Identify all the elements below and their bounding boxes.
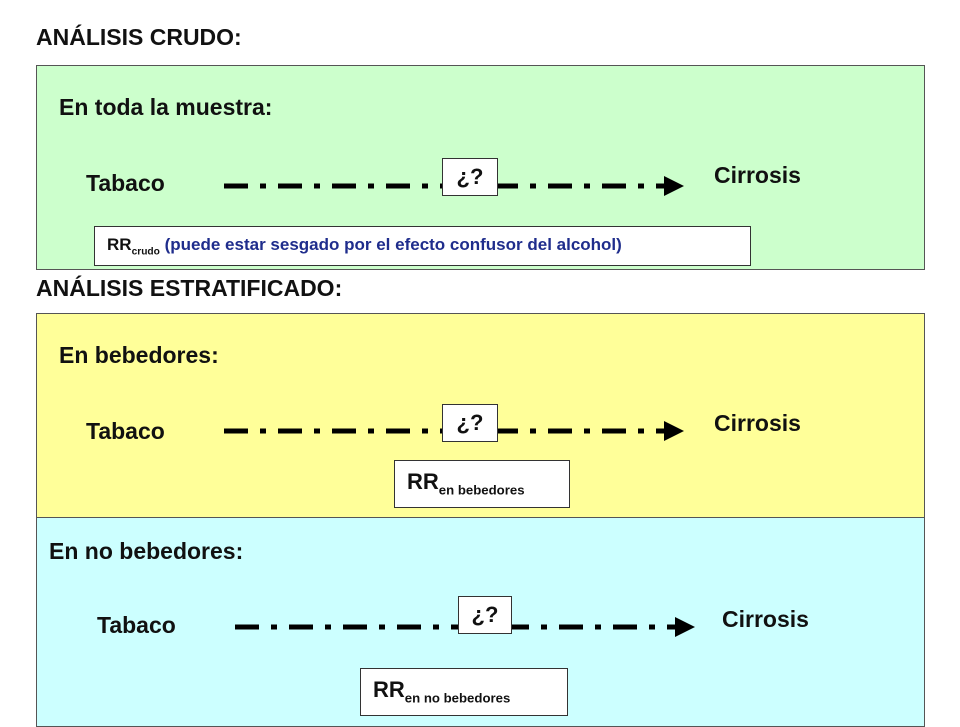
crude-subtitle: En toda la muestra: — [59, 94, 273, 120]
crude-rr-main: RR — [107, 235, 132, 254]
nondrinkers-panel: En no bebedores: Tabaco ¿? Cirrosis RRen… — [36, 517, 925, 727]
nondrinkers-dashed-arrow — [235, 617, 695, 637]
crude-question-box: ¿? — [442, 158, 498, 196]
crude-analysis-heading: ANÁLISIS CRUDO: — [36, 24, 242, 50]
crude-outcome-label: Cirrosis — [714, 162, 801, 188]
nondrinkers-rr-box: RRen no bebedores — [360, 668, 568, 716]
nondrinkers-exposure-label: Tabaco — [97, 612, 176, 638]
nondrinkers-rr-main: RR — [373, 677, 405, 702]
nondrinkers-question-box: ¿? — [458, 596, 512, 634]
drinkers-panel: En bebedores: Tabaco ¿? Cirrosis RRen be… — [36, 313, 925, 518]
stratified-analysis-heading: ANÁLISIS ESTRATIFICADO: — [36, 275, 343, 301]
drinkers-rr-main: RR — [407, 469, 439, 494]
drinkers-exposure-label: Tabaco — [86, 418, 165, 444]
drinkers-outcome-label: Cirrosis — [714, 410, 801, 436]
crude-panel: En toda la muestra: Tabaco ¿? Cirrosis R… — [36, 65, 925, 270]
nondrinkers-rr-sub: en no bebedores — [404, 690, 511, 706]
drinkers-subtitle: En bebedores: — [59, 342, 219, 368]
nondrinkers-subtitle: En no bebedores: — [49, 538, 244, 564]
drinkers-rr-sub: en bebedores — [438, 482, 525, 498]
drinkers-question-box: ¿? — [442, 404, 498, 442]
crude-rr-box: RRcrudo (puede estar sesgado por el efec… — [94, 226, 751, 266]
crude-exposure-label: Tabaco — [86, 170, 165, 196]
nondrinkers-outcome-label: Cirrosis — [722, 606, 809, 632]
crude-rr-note: (puede estar sesgado por el efecto confu… — [164, 235, 622, 254]
crude-rr-sub: crudo — [131, 246, 160, 258]
drinkers-rr-box: RRen bebedores — [394, 460, 570, 508]
